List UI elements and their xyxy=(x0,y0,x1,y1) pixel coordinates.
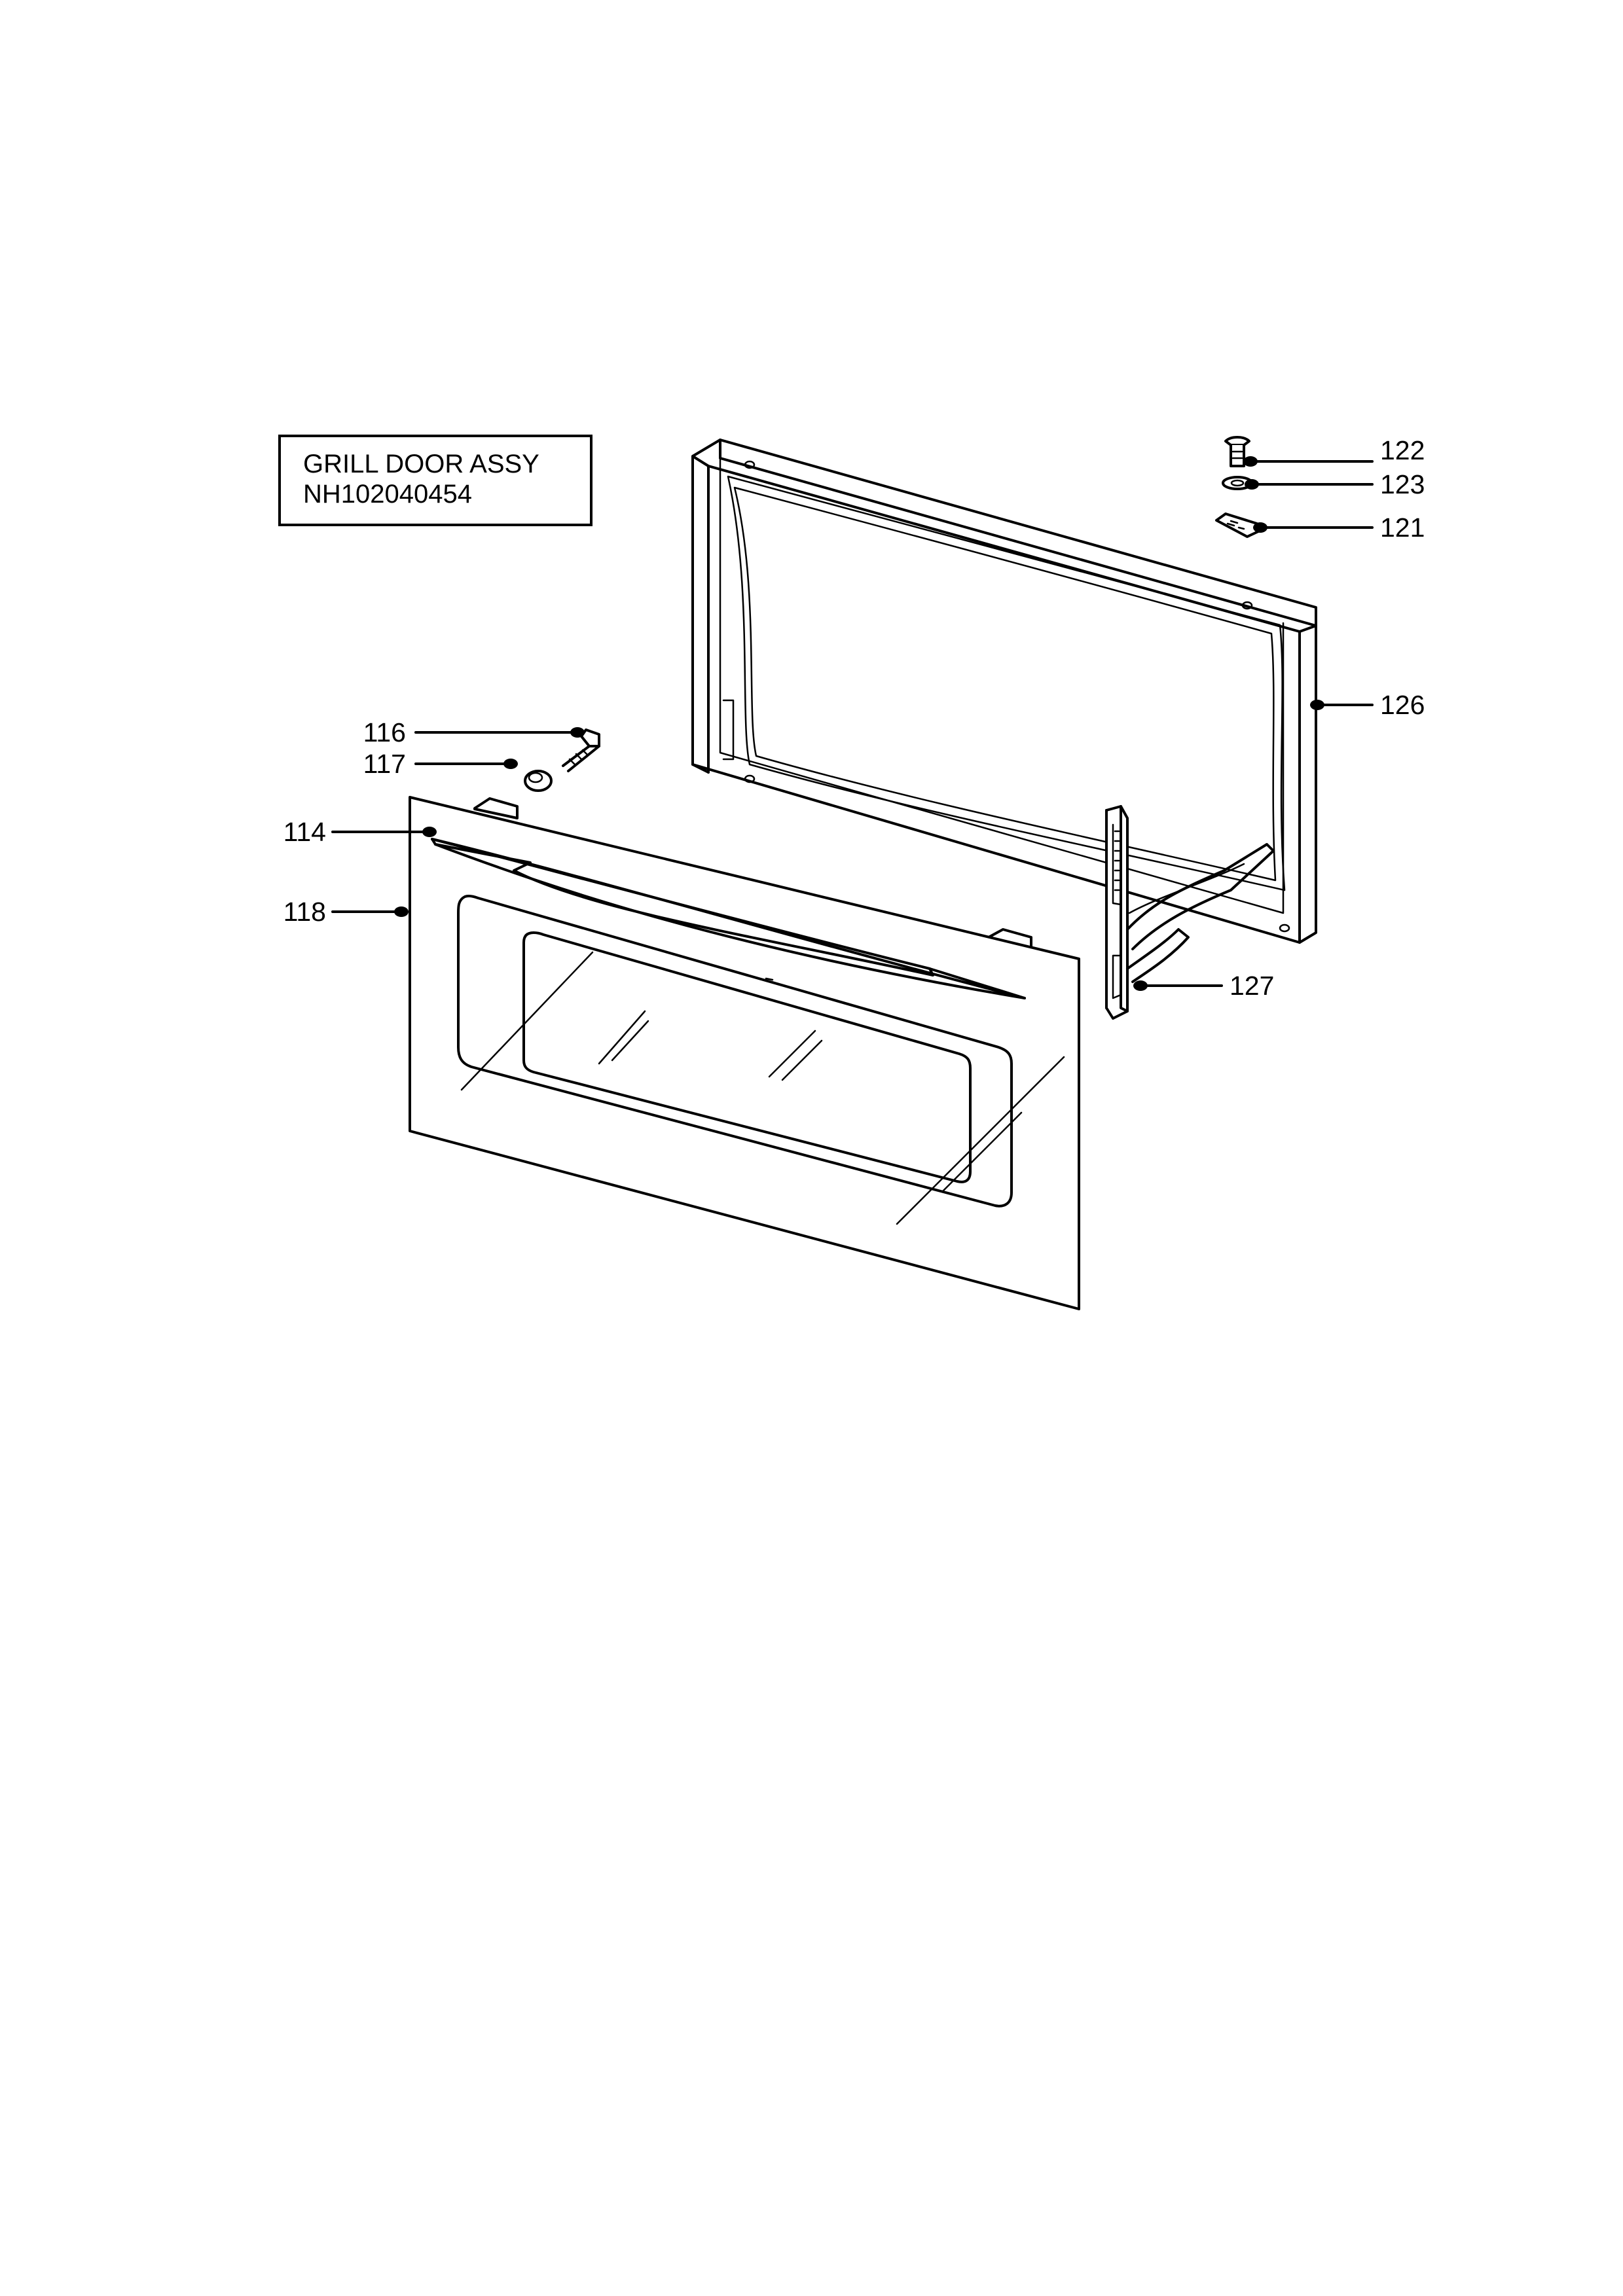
callout-117: 117 xyxy=(363,749,406,779)
screw-icon xyxy=(1224,436,1250,467)
callout-116: 116 xyxy=(363,717,406,747)
callout-121: 121 xyxy=(1380,512,1425,543)
callout-114: 114 xyxy=(283,817,326,847)
door-panel-118 xyxy=(409,796,1080,1310)
assembly-name: GRILL DOOR ASSY xyxy=(303,450,539,478)
callout-123: 123 xyxy=(1380,469,1425,499)
diagram-title-box: GRILL DOOR ASSY NH102040454 xyxy=(278,435,593,526)
assembly-part-number: NH102040454 xyxy=(303,480,472,509)
hinge-127 xyxy=(1105,805,1275,1020)
screw-icon xyxy=(562,728,600,772)
leader-lines xyxy=(331,456,1374,991)
callout-118: 118 xyxy=(283,897,326,927)
handle-114 xyxy=(431,838,1026,999)
callout-122: 122 xyxy=(1380,435,1425,465)
clip-icon xyxy=(1215,512,1260,538)
washer-icon xyxy=(524,770,553,792)
callout-126: 126 xyxy=(1380,690,1425,720)
callout-127: 127 xyxy=(1230,971,1275,1001)
door-frame-126 xyxy=(691,439,1317,944)
